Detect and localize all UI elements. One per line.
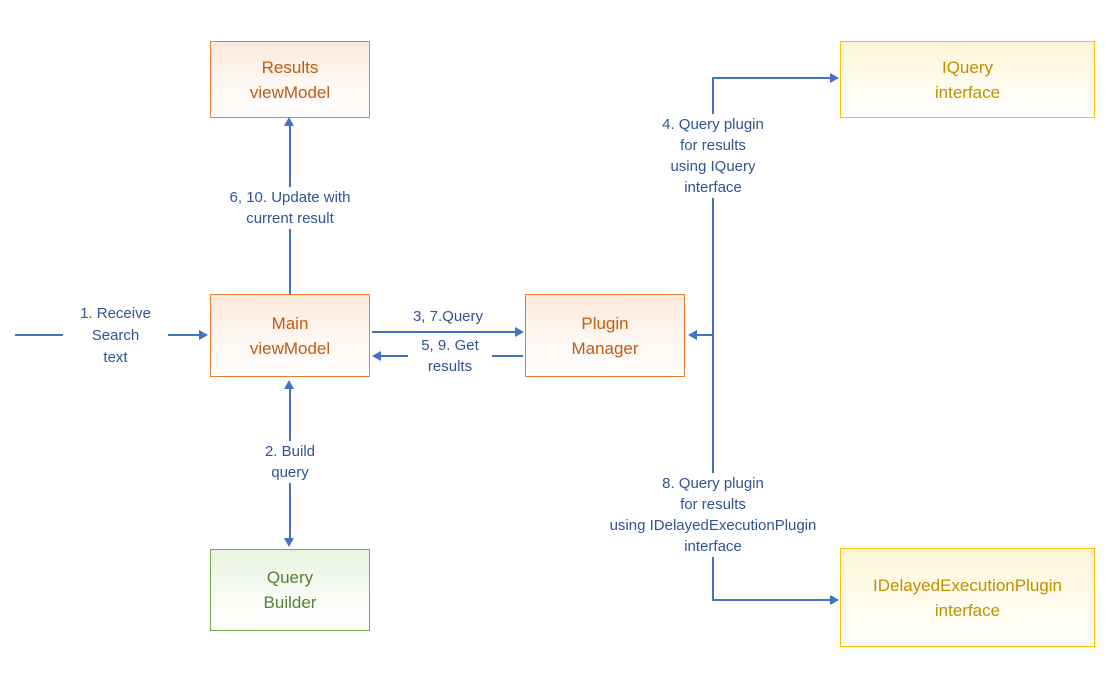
plugin-branch-line [697,334,713,336]
edge-label-query: 3, 7.Query [403,306,493,327]
arrowhead-into-main-bottom [284,380,294,389]
arrowhead-into-idelayed-left [830,595,839,605]
edge-label-update-with-result: 6, 10. Update with current result [218,187,362,229]
arrowhead-into-plugin-right [688,330,697,340]
query-line [372,331,515,333]
iquery-branch-line [713,77,830,79]
plugin-interface-trunk-line [712,77,714,601]
arrowhead-into-main-right [372,351,381,361]
idelayed-branch-line [713,599,830,601]
node-results-viewmodel: Results viewModel [210,41,370,118]
node-main-viewmodel: Main viewModel [210,294,370,377]
node-iquery-interface-label: IQuery interface [934,57,1001,102]
node-idelayedexecutionplugin-interface-label: IDelayedExecutionPlugin interface [872,575,1062,620]
node-query-builder: Query Builder [210,549,370,631]
node-query-builder-label: Query Builder [263,568,317,612]
edge-label-get-results: 5, 9. Get results [408,335,492,377]
node-main-viewmodel-label: Main viewModel [249,313,331,358]
arrowhead-into-iquery-left [830,73,839,83]
edge-label-query-iquery: 4. Query plugin for results using IQuery… [643,114,783,198]
edge-label-receive-search: 1. Receive Search text [63,303,168,369]
arrowhead-into-querybuilder-top [284,538,294,547]
arrowhead-into-main-left [199,330,208,340]
node-iquery-interface: IQuery interface [840,41,1095,118]
arrowhead-into-plugin-left [515,327,524,337]
edge-label-query-idelayed: 8. Query plugin for results using IDelay… [592,473,834,557]
node-plugin-manager-label: Plugin Manager [571,313,639,358]
node-idelayedexecutionplugin-interface: IDelayedExecutionPlugin interface [840,548,1095,647]
arrowhead-into-results-bottom [284,117,294,126]
node-plugin-manager: Plugin Manager [525,294,685,377]
node-results-viewmodel-label: Results viewModel [249,57,331,102]
edge-label-build-query: 2. Build query [248,441,332,483]
